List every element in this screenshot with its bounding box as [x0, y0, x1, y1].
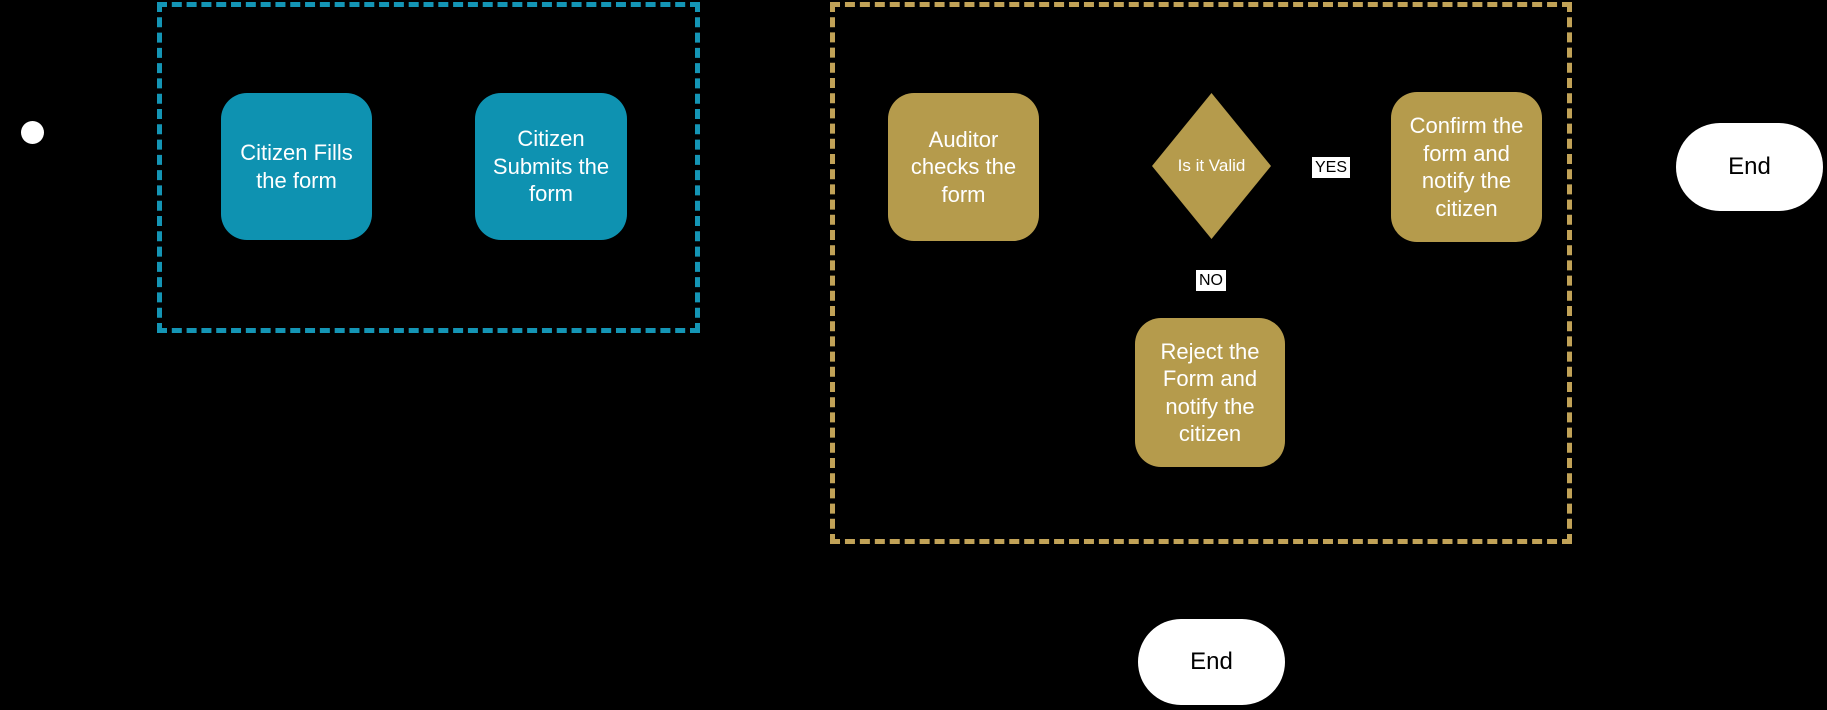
- no-edge-label[interactable]: NO: [1196, 270, 1226, 291]
- end-node-right[interactable]: End: [1676, 123, 1823, 211]
- node-auditor-checks-form[interactable]: Auditor checks the form: [888, 93, 1039, 241]
- node-reject-form-label: Reject the Form and notify the citizen: [1160, 338, 1260, 447]
- yes-edge-label[interactable]: YES: [1312, 157, 1351, 178]
- end-node-right-label: End: [1728, 153, 1771, 180]
- node-citizen-fills-form[interactable]: Citizen Fills the form: [221, 93, 372, 240]
- node-citizen-fills-form-label: Citizen Fills the form: [240, 140, 353, 193]
- citizen-lane-container[interactable]: [157, 2, 700, 333]
- node-citizen-submits-form-label: Citizen Submits the form: [492, 126, 610, 207]
- node-citizen-submits-form[interactable]: Citizen Submits the form: [475, 93, 627, 240]
- end-node-bottom[interactable]: End: [1138, 619, 1285, 705]
- node-confirm-form-label: Confirm the form and notify the citizen: [1409, 113, 1524, 221]
- auditor-lane-container[interactable]: [830, 2, 1572, 544]
- node-confirm-form[interactable]: Confirm the form and notify the citizen: [1391, 92, 1542, 242]
- decision-is-it-valid[interactable]: Is it Valid: [1152, 93, 1271, 239]
- node-auditor-checks-form-label: Auditor checks the form: [910, 126, 1017, 207]
- start-node[interactable]: [21, 121, 44, 144]
- node-reject-form[interactable]: Reject the Form and notify the citizen: [1135, 318, 1285, 467]
- end-node-bottom-label: End: [1190, 648, 1233, 675]
- decision-is-it-valid-label: Is it Valid: [1177, 156, 1246, 175]
